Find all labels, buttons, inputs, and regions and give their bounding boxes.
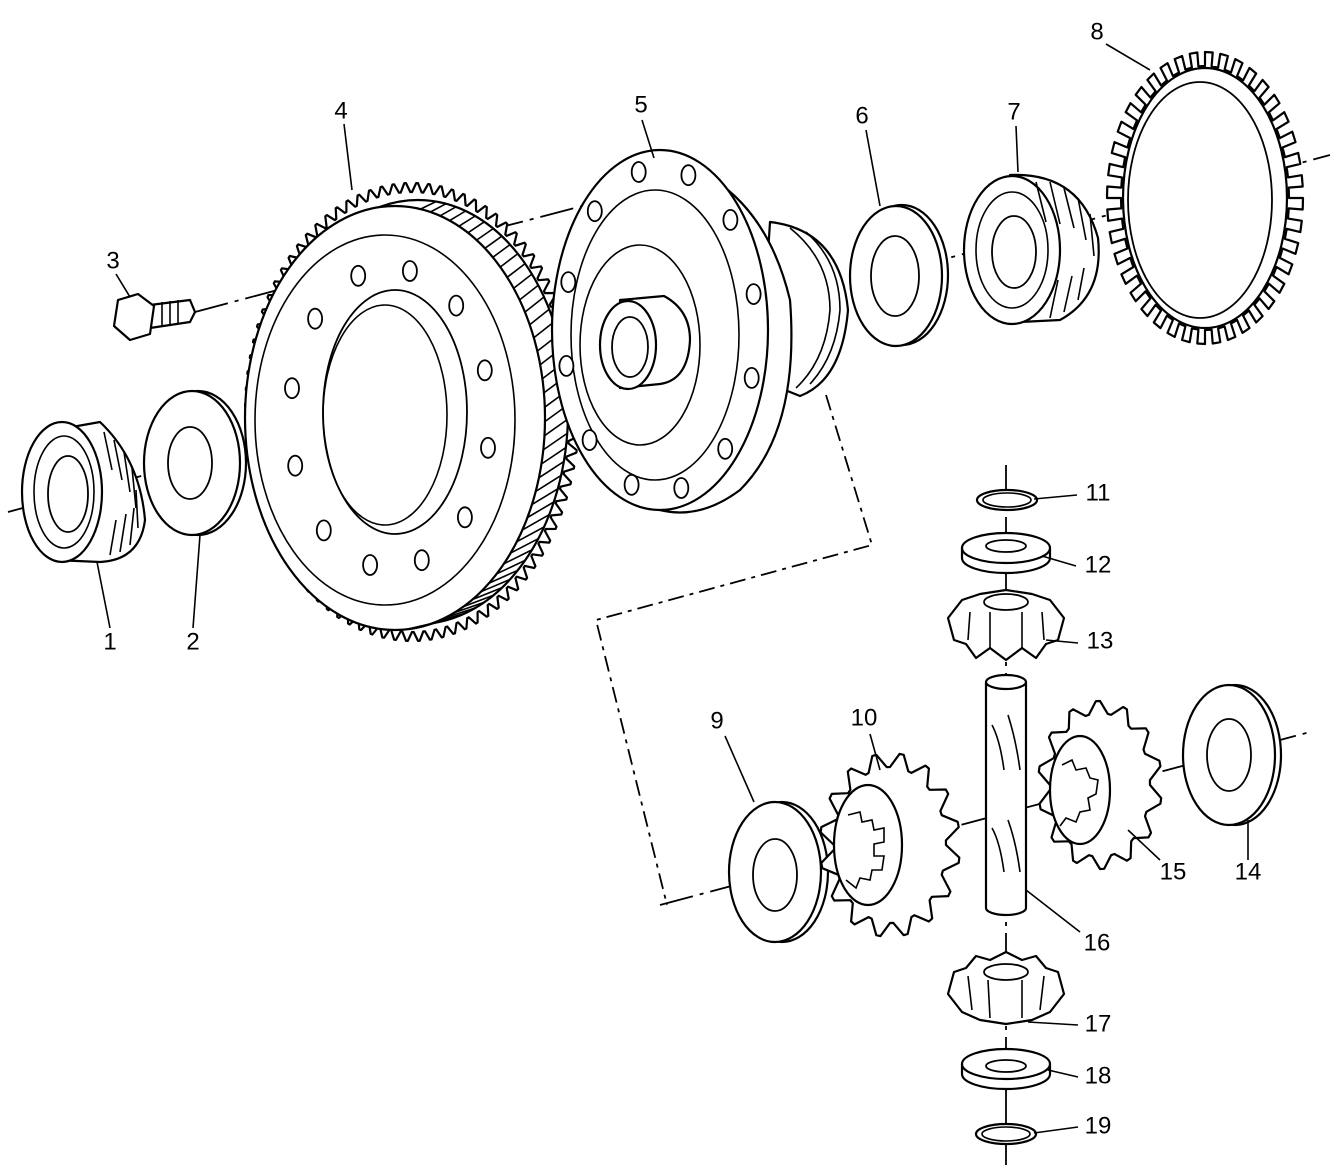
part-10-side-gear [819,752,961,938]
callout-15: 15 [1160,858,1187,885]
leader-11 [1033,494,1078,500]
leader-4 [343,123,353,191]
part-14-washer [1181,683,1283,827]
callout-19: 19 [1085,1112,1112,1139]
leader-16 [1025,889,1081,933]
part-4-ring-gear [243,182,580,642]
callout-14: 14 [1235,858,1262,885]
part-2-washer [142,389,248,537]
callout-2: 2 [186,628,199,655]
part-1-bearing [20,420,147,564]
callout-3: 3 [106,247,119,274]
part-7-bearing [962,173,1100,326]
leader-13 [1045,639,1079,644]
part-18-washer [960,1047,1052,1091]
callout-7: 7 [1007,98,1020,125]
callout-12: 12 [1085,551,1112,578]
leader-3 [115,273,131,298]
callout-9: 9 [710,707,723,734]
leader-lines [96,43,1249,1134]
part-5-differential-case [550,148,850,514]
callout-8: 8 [1090,18,1103,45]
part-6-washer [848,203,950,348]
part-8-tone-ring [1105,50,1305,346]
leader-6 [865,129,881,207]
callout-numbers: 1 2 3 4 5 6 7 8 9 10 11 12 13 14 15 16 1… [103,18,1261,1139]
leader-7 [1015,125,1019,173]
leader-1 [96,561,111,629]
part-17-pinion-gear [946,950,1066,1026]
leader-10 [869,733,881,771]
leader-19 [1033,1126,1079,1134]
callout-11: 11 [1086,479,1111,506]
part-19-snap-ring [974,1122,1038,1146]
leader-9 [724,735,755,803]
leader-2 [192,534,201,629]
part-15-side-gear [1037,699,1163,871]
leader-18 [1047,1069,1079,1078]
callout-5: 5 [634,91,647,118]
part-12-washer [960,531,1052,575]
callout-1: 1 [103,628,116,655]
part-3-bolt [112,292,197,342]
callout-6: 6 [855,102,868,129]
part-9-washer [727,800,830,944]
callout-13: 13 [1087,627,1114,654]
case-to-gears-routing-line [594,394,874,906]
leader-12 [1041,555,1077,567]
callout-18: 18 [1085,1062,1112,1089]
leader-17 [1027,1021,1079,1026]
leader-15 [1127,829,1161,861]
part-13-pinion-gear [946,588,1066,662]
callout-4: 4 [334,97,347,124]
callout-17: 17 [1085,1010,1112,1037]
leader-8 [1105,43,1151,71]
leader-5 [641,119,655,159]
part-11-snap-ring [975,488,1039,512]
callout-16: 16 [1084,929,1111,956]
part-16-pinion-shaft [984,673,1028,917]
callout-10: 10 [851,704,878,731]
